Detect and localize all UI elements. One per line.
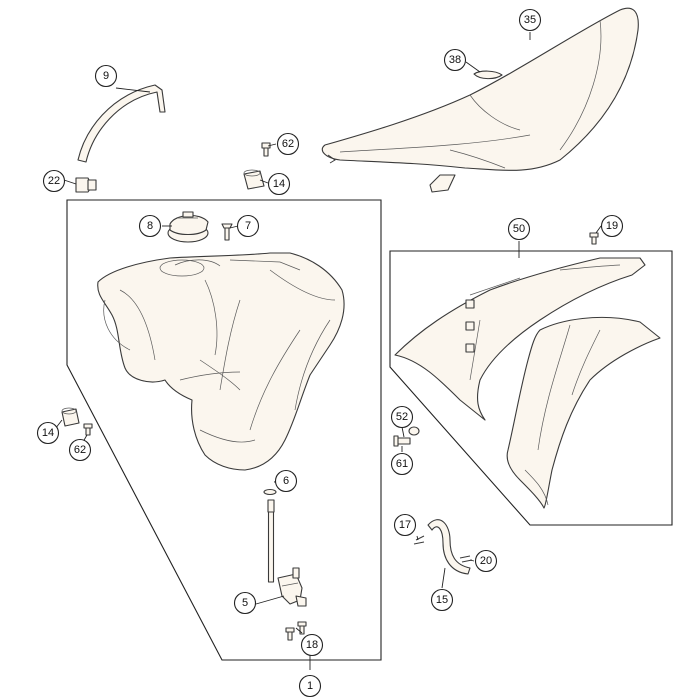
- callout-38: 38: [443, 48, 467, 72]
- callout-52: 52: [390, 405, 414, 429]
- side-panel-left: [394, 257, 646, 421]
- callout-label: 17: [399, 519, 411, 531]
- callout-label: 14: [42, 427, 54, 439]
- sleeve-and-screw: [393, 426, 420, 447]
- callout-label: 61: [396, 458, 408, 470]
- elbow-fitting: [75, 177, 97, 193]
- screws-18: [285, 621, 307, 641]
- callout-label: 52: [396, 411, 408, 423]
- callout-label: 6: [283, 475, 289, 487]
- tank-assembly-frame: [66, 199, 382, 661]
- callout-22: 22: [42, 169, 66, 193]
- callout-label: 9: [103, 70, 109, 82]
- callout-label: 8: [147, 220, 153, 232]
- callout-label: 20: [480, 555, 492, 567]
- callout-label: 15: [436, 594, 448, 606]
- callout-7: 7: [236, 214, 260, 238]
- callout-6: 6: [274, 469, 298, 493]
- callout-14-left: 14: [36, 421, 60, 445]
- hose-clamp-20: [459, 555, 473, 563]
- callout-label: 50: [513, 223, 525, 235]
- callout-label: 7: [245, 220, 251, 232]
- callout-label: 38: [449, 54, 461, 66]
- screw-left: [83, 423, 93, 436]
- callout-15: 15: [430, 588, 454, 612]
- rubber-bushing-top: [243, 169, 265, 190]
- side-panel-right: [506, 316, 661, 509]
- screw-7: [221, 223, 233, 241]
- seat: [321, 7, 639, 193]
- callout-17: 17: [393, 513, 417, 537]
- callout-50: 50: [507, 217, 531, 241]
- callout-18: 18: [300, 633, 324, 657]
- fuel-tap: [263, 488, 307, 607]
- callout-label: 1: [307, 680, 313, 692]
- callout-label: 5: [242, 597, 248, 609]
- rubber-bushing-left: [61, 407, 80, 427]
- callout-label: 14: [273, 178, 285, 190]
- callout-label: 62: [74, 444, 86, 456]
- hose-clamp-17: [413, 535, 425, 545]
- fuel-hose: [427, 519, 471, 575]
- callout-5: 5: [233, 591, 257, 615]
- callout-label: 35: [524, 14, 536, 26]
- callout-14-top: 14: [267, 172, 291, 196]
- callout-62-left: 62: [68, 438, 92, 462]
- callout-label: 62: [282, 138, 294, 150]
- fuel-tank: [97, 252, 345, 471]
- callout-9: 9: [94, 64, 118, 88]
- callout-61: 61: [390, 452, 414, 476]
- breather-hose: [77, 84, 166, 163]
- fuel-cap: [167, 211, 209, 243]
- callout-20: 20: [474, 549, 498, 573]
- callout-label: 18: [306, 639, 318, 651]
- callout-35: 35: [518, 8, 542, 32]
- screw-19: [589, 232, 599, 245]
- callout-62-top: 62: [276, 132, 300, 156]
- callout-1: 1: [298, 674, 322, 698]
- callout-19: 19: [600, 214, 624, 238]
- callout-label: 22: [48, 175, 60, 187]
- callout-8: 8: [138, 214, 162, 238]
- side-panel-frame: [389, 250, 673, 526]
- callout-label: 19: [606, 220, 618, 232]
- seat-badge: [473, 70, 503, 80]
- screw-top: [261, 142, 271, 157]
